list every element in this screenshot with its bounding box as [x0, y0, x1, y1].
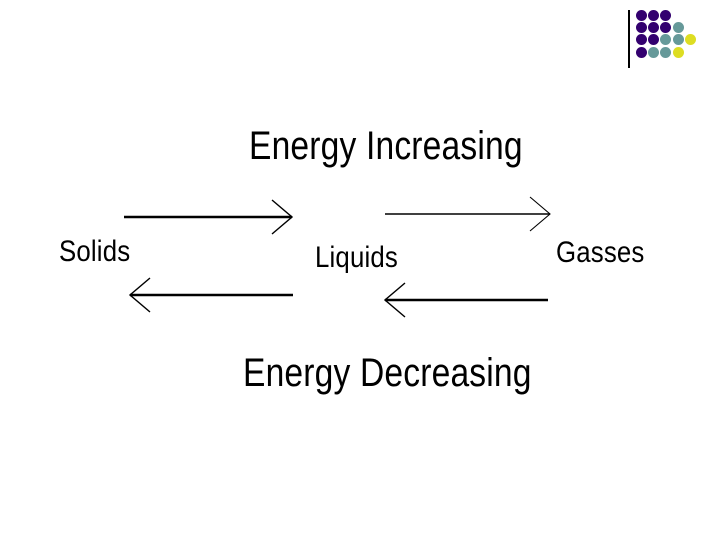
logo-dot: [648, 10, 660, 21]
logo-dot: [648, 46, 660, 58]
logo-dot: [684, 34, 696, 46]
logo-dot: [660, 22, 672, 34]
arrow-liquids-to-gasses: [385, 196, 551, 232]
heading-energy-decreasing: Energy Decreasing: [243, 351, 532, 395]
logo-dot: [636, 10, 647, 21]
logo-dot: [660, 34, 672, 46]
logo-vertical-rule: [628, 10, 630, 68]
logo-dot: [672, 22, 684, 34]
state-label-liquids: Liquids: [315, 241, 398, 274]
logo-dot: [672, 46, 684, 58]
logo-dot: [660, 46, 672, 58]
state-label-gasses: Gasses: [556, 236, 645, 269]
logo-dot: [636, 34, 647, 46]
heading-energy-increasing: Energy Increasing: [249, 124, 523, 168]
logo-dot: [660, 10, 672, 21]
arrow-liquids-to-solids: [128, 277, 293, 313]
logo-dot: [648, 22, 660, 34]
logo-dot: [648, 34, 660, 46]
arrow-solids-to-liquids: [124, 199, 294, 235]
logo-dot: [672, 34, 684, 46]
logo-dot: [636, 22, 647, 34]
arrow-gasses-to-liquids: [383, 282, 548, 318]
design-template-logo: [620, 4, 712, 72]
state-label-solids: Solids: [59, 235, 131, 268]
logo-dot: [636, 46, 647, 58]
